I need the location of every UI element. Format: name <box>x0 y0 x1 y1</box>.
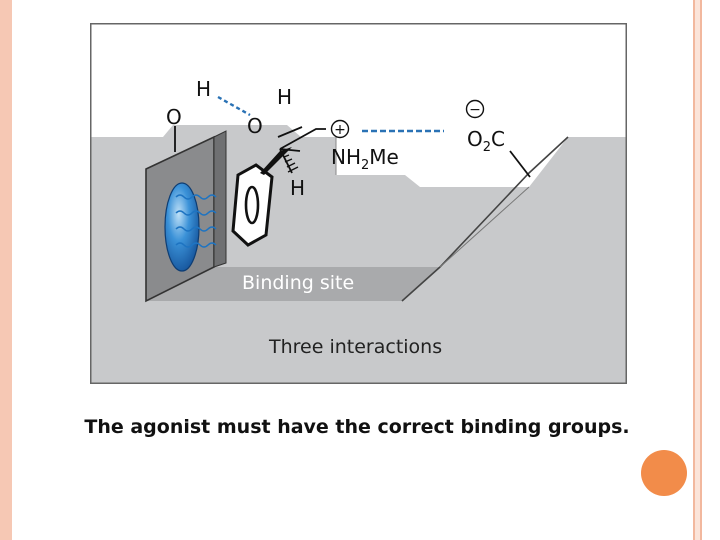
svg-text:−: − <box>469 102 481 118</box>
atom-h-top: H <box>196 77 211 101</box>
atom-nh2me: NH2Me <box>331 145 399 173</box>
right-decorative-border <box>688 0 720 540</box>
binding-site-floor <box>146 267 440 301</box>
atom-h-hydroxyl: H <box>277 85 292 109</box>
binding-site-label: Binding site <box>242 272 354 294</box>
negative-charge-icon: − <box>465 99 485 119</box>
decorative-orange-circle <box>641 450 687 496</box>
hydrogen-bond-dashes <box>217 95 251 117</box>
binding-pocket-edge <box>401 136 569 302</box>
atom-o-left: O <box>166 105 182 129</box>
three-interactions-label: Three interactions <box>268 336 442 358</box>
left-decorative-border <box>0 0 12 540</box>
hydrophobic-wall-side <box>213 130 227 268</box>
svg-text:+: + <box>334 122 346 138</box>
diagram-frame <box>90 23 627 384</box>
binding-site-diagram: H O H O H NH2Me O2C + − Binding site Thr… <box>90 23 627 384</box>
pocket-slope-line <box>439 186 530 268</box>
atom-o2c: O2C <box>467 127 505 155</box>
caption-text: The agonist must have the correct bindin… <box>84 416 630 438</box>
hashed-wedge <box>283 154 299 173</box>
atom-o-mid: O <box>247 114 263 138</box>
aromatic-ring <box>231 163 274 247</box>
van-der-waals-waves <box>175 194 217 248</box>
caption: The agonist must have the correct bindin… <box>0 416 720 438</box>
atom-h-low: H <box>290 176 305 200</box>
positive-charge-icon: + <box>330 119 350 139</box>
molecule-bonds <box>174 126 531 178</box>
